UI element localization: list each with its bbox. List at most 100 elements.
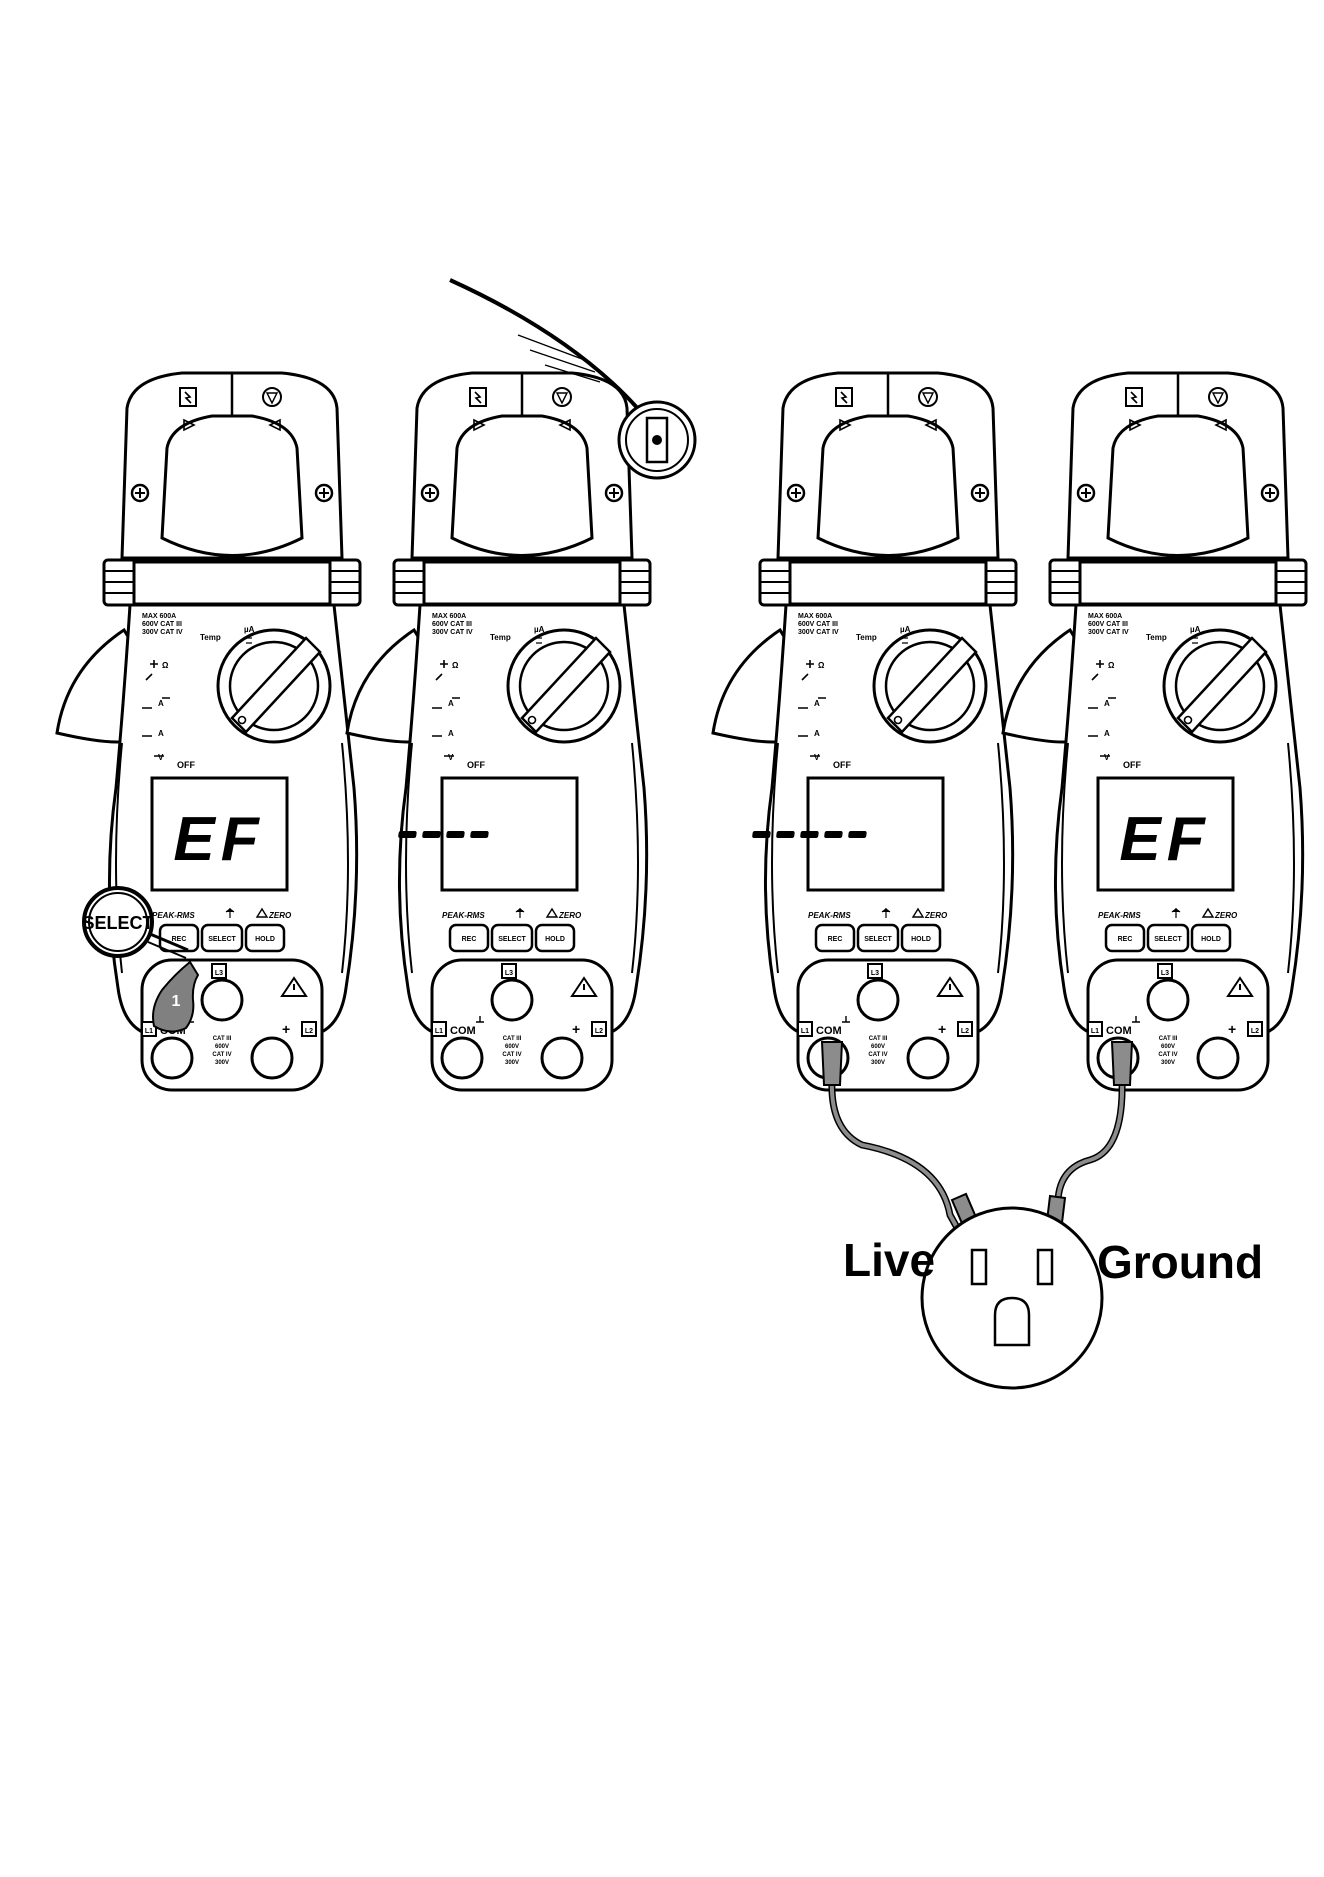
dial-label: OFF (177, 760, 195, 770)
step-number: 1 (172, 993, 181, 1010)
plus-terminal-label: + (1228, 1021, 1236, 1037)
dial-label: A (158, 729, 164, 738)
rating-line: 300V CAT IV (798, 629, 839, 636)
terminal-id: L3 (215, 970, 223, 977)
dial-label: A (1104, 729, 1110, 738)
terminal-id: L2 (961, 1028, 969, 1035)
rec-button[interactable]: REC (828, 936, 843, 943)
select-button[interactable]: SELECT (208, 936, 236, 943)
dial-label: Ω (1108, 661, 1115, 670)
dial-label: OFF (833, 760, 851, 770)
lcd-dash-segment (848, 831, 867, 838)
cat-rating-line: 300V (871, 1060, 885, 1066)
live-label: Live (843, 1234, 935, 1286)
zero-label: ZERO (924, 911, 948, 920)
live-slot (970, 1248, 988, 1286)
cat-rating-line: CAT IV (1158, 1052, 1177, 1058)
rec-button[interactable]: REC (462, 936, 477, 943)
dial-label: Temp (200, 633, 221, 642)
dial-label: V (158, 753, 164, 762)
dial-label: Ω (452, 661, 459, 670)
hold-button[interactable]: HOLD (545, 936, 565, 943)
ground-label: Ground (1097, 1236, 1263, 1288)
cat-rating-line: CAT III (1159, 1036, 1178, 1042)
select-callout-label: SELECT (82, 913, 153, 933)
peak-rms-label: PEAK-RMS (808, 911, 851, 920)
meter-outline (55, 371, 362, 1092)
dial-label: V (1104, 753, 1110, 762)
cat-rating-line: 300V (215, 1060, 229, 1066)
dial-label: A (814, 699, 820, 708)
lcd-reading: EF (1119, 805, 1210, 874)
lcd-reading: EF (173, 805, 264, 874)
dial-label: V (814, 753, 820, 762)
test-leads (820, 1041, 1134, 1272)
rating-line: 300V CAT IV (142, 629, 183, 636)
rec-button[interactable]: REC (172, 936, 187, 943)
com-terminal-label: COM (1106, 1025, 1132, 1037)
rating-line: MAX 600A (142, 613, 176, 620)
rating-line: 300V CAT IV (1088, 629, 1129, 636)
plus-terminal-label: + (282, 1021, 290, 1037)
com-terminal-label: COM (816, 1025, 842, 1037)
dial-label: Temp (856, 633, 877, 642)
cat-rating-line: 600V (505, 1044, 519, 1050)
hold-button[interactable]: HOLD (255, 936, 275, 943)
peak-rms-label: PEAK-RMS (1098, 911, 1141, 920)
zero-label: ZERO (558, 911, 582, 920)
terminal-id: L2 (595, 1028, 603, 1035)
rating-line: 300V CAT IV (432, 629, 473, 636)
rating-line: MAX 600A (798, 613, 832, 620)
select-button[interactable]: SELECT (1154, 936, 1182, 943)
dial-label: Temp (1146, 633, 1167, 642)
dial-label: OFF (467, 760, 485, 770)
cat-rating-line: 300V (505, 1060, 519, 1066)
cat-rating-line: 600V (871, 1044, 885, 1050)
terminal-id: L1 (801, 1028, 809, 1035)
lcd-reading: ---- (508, 877, 510, 879)
terminal-id: L2 (305, 1028, 313, 1035)
cat-rating-line: 600V (1161, 1044, 1175, 1050)
meter-outline (711, 371, 1018, 1092)
terminal-id: L1 (1091, 1028, 1099, 1035)
lcd-dash-segment (800, 831, 819, 838)
rating-line: MAX 600A (1088, 613, 1122, 620)
zero-label: ZERO (1214, 911, 1238, 920)
terminal-id: L2 (1251, 1028, 1259, 1035)
cat-rating-line: CAT III (869, 1036, 888, 1042)
terminal-id: L3 (505, 970, 513, 977)
detected-wire (449, 278, 697, 480)
lcd-dash-segment (824, 831, 843, 838)
dial-label: µA (900, 625, 911, 634)
rec-button[interactable]: REC (1118, 936, 1133, 943)
dial-label: µA (534, 625, 545, 634)
hold-button[interactable]: HOLD (1201, 936, 1221, 943)
select-button[interactable]: SELECT (498, 936, 526, 943)
hold-button[interactable]: HOLD (911, 936, 931, 943)
lcd-dash-segment (470, 831, 489, 838)
lcd-dash-segment (422, 831, 441, 838)
cat-rating-line: CAT III (503, 1036, 522, 1042)
cat-rating-line: CAT III (213, 1036, 232, 1042)
rating-line: 600V CAT III (432, 621, 472, 628)
outlet-ground-hole (993, 1296, 1031, 1347)
dial-label: OFF (1123, 760, 1141, 770)
dial-label: µA (244, 625, 255, 634)
dial-label: Temp (490, 633, 511, 642)
cat-rating-line: CAT IV (212, 1052, 231, 1058)
lcd-dash-segment (752, 831, 771, 838)
select-button[interactable]: SELECT (864, 936, 892, 943)
terminal-id: L1 (145, 1028, 153, 1035)
terminal-id: L1 (435, 1028, 443, 1035)
select-callout: SELECT 1 (82, 886, 200, 1033)
cat-rating-line: CAT IV (502, 1052, 521, 1058)
meter-outline (1001, 371, 1308, 1092)
terminal-id: L3 (871, 970, 879, 977)
dial-label: A (1104, 699, 1110, 708)
